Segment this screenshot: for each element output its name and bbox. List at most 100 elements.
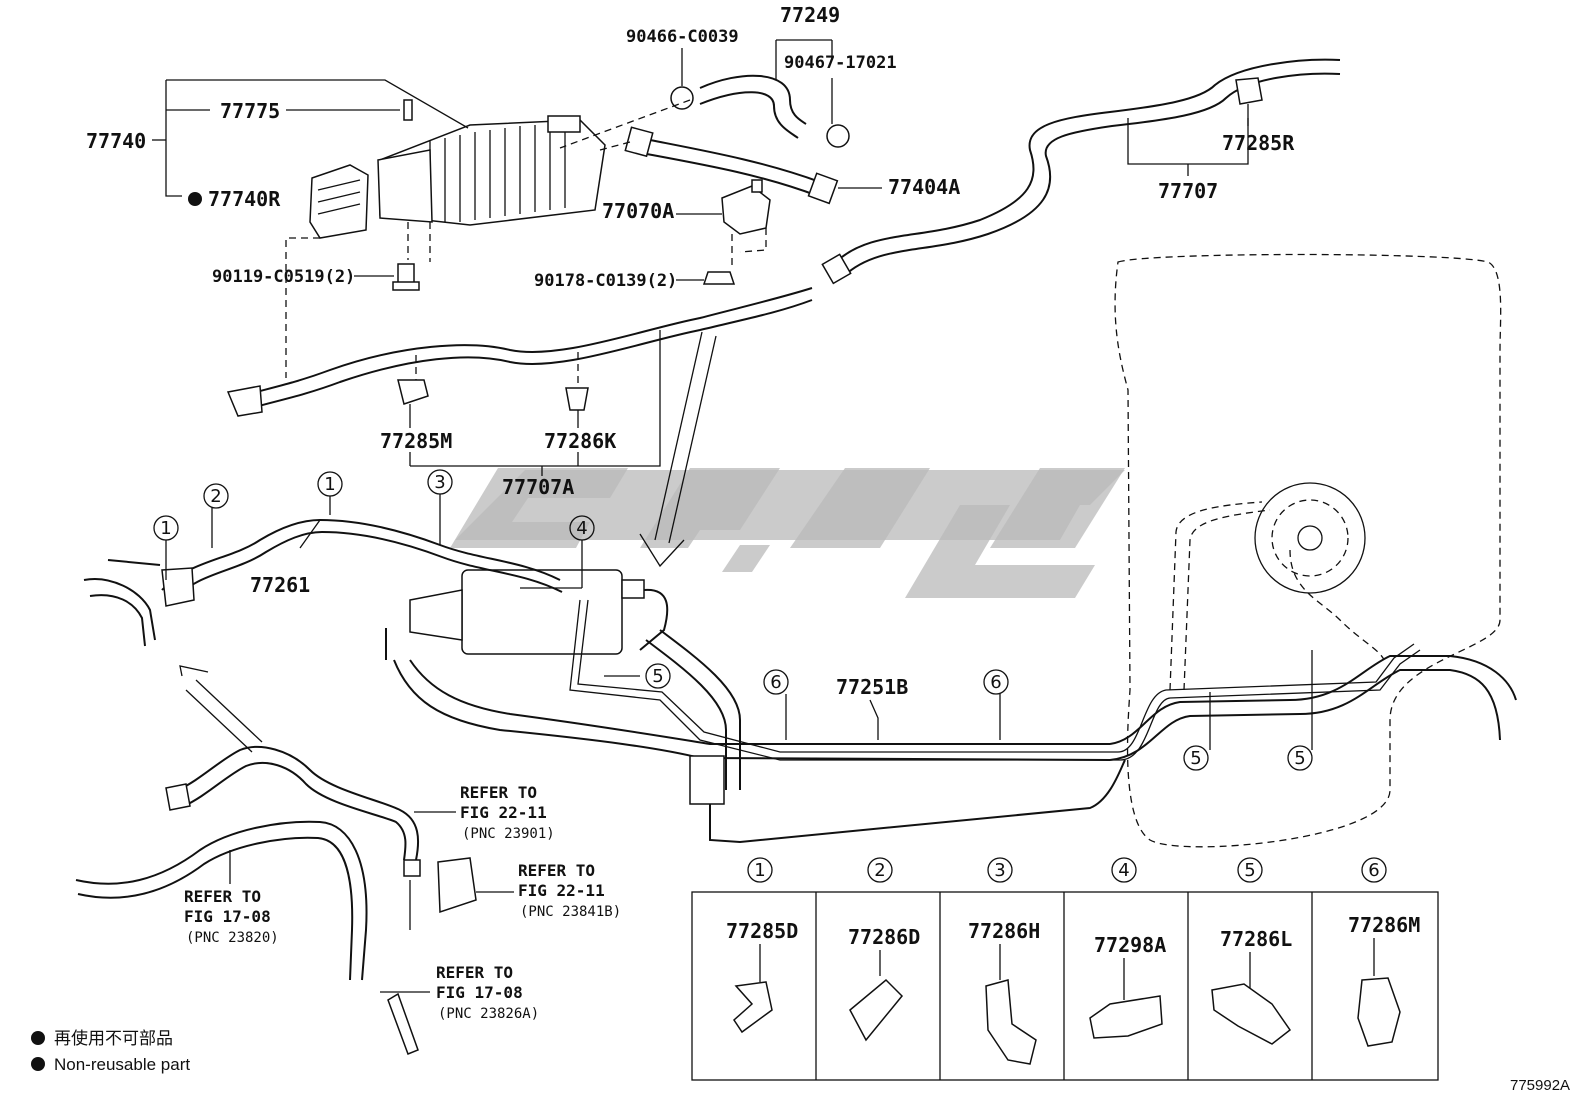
label-90119-C0519: 90119-C0519(2) — [212, 267, 355, 287]
svg-text:2: 2 — [874, 860, 885, 881]
label-77261: 77261 — [250, 573, 310, 597]
svg-text:REFER TO: REFER TO — [184, 887, 261, 906]
svg-text:1: 1 — [324, 474, 335, 495]
svg-text:FIG 17-08: FIG 17-08 — [436, 983, 523, 1002]
svg-text:4: 4 — [1118, 860, 1129, 881]
clip-77285M — [397, 379, 429, 405]
svg-text:FIG 22-11: FIG 22-11 — [518, 881, 605, 900]
label-77707A: 77707A — [502, 475, 574, 499]
table-col-1: 1 77285D — [726, 857, 798, 1034]
fuel-tank-outline — [1114, 253, 1502, 848]
svg-text:6: 6 — [770, 672, 781, 693]
svg-text:6: 6 — [990, 672, 1001, 693]
svg-text:(PNC 23820): (PNC 23820) — [186, 930, 279, 946]
svg-text:REFER TO: REFER TO — [436, 963, 513, 982]
svg-text:再使用不可部品: 再使用不可部品 — [54, 1028, 173, 1048]
fuel-pipes — [385, 628, 1517, 844]
callout-2: 2 — [203, 483, 229, 509]
refer-to-23826A: REFER TO FIG 17-08 (PNC 23826A) — [380, 963, 539, 1022]
lower-left-pipes — [75, 745, 477, 1055]
svg-text:3: 3 — [994, 860, 1005, 881]
table-col-3: 3 77286H — [968, 857, 1040, 1065]
label-90466-C0039: 90466-C0039 — [626, 27, 739, 47]
figure-code: 775992A — [1510, 1077, 1570, 1094]
svg-text:Non-reusable part: Non-reusable part — [54, 1055, 190, 1074]
nut-90178 — [702, 271, 736, 285]
callout-3: 3 — [427, 469, 453, 495]
label-77286K: 77286K — [544, 429, 616, 453]
label-77285M: 77285M — [380, 429, 452, 453]
arrow-up-left-icon — [179, 665, 263, 753]
hose-77249 — [699, 74, 807, 139]
svg-text:77286L: 77286L — [1220, 927, 1292, 951]
svg-text:3: 3 — [434, 472, 445, 493]
svg-text:77298A: 77298A — [1094, 933, 1166, 957]
callout-1-top: 1 — [317, 471, 343, 497]
svg-text:2: 2 — [210, 486, 221, 507]
label-90467-17021: 90467-17021 — [784, 53, 897, 73]
label-77251B: 77251B — [836, 675, 908, 699]
refer-to-23820: REFER TO FIG 17-08 (PNC 23820) — [184, 850, 279, 946]
label-77285R: 77285R — [1222, 131, 1295, 155]
table-col-5: 5 77286L — [1211, 857, 1292, 1045]
arrow-down-icon — [639, 331, 717, 568]
svg-text:REFER TO: REFER TO — [518, 861, 595, 880]
clip-77285R — [1235, 77, 1263, 105]
svg-text:REFER TO: REFER TO — [460, 783, 537, 802]
svg-text:1: 1 — [160, 518, 171, 539]
non-reusable-bullet-icon — [188, 192, 202, 206]
svg-text:77286M: 77286M — [1348, 913, 1420, 937]
svg-text:77285D: 77285D — [726, 919, 798, 943]
svg-text:77286D: 77286D — [848, 925, 920, 949]
svg-text:FIG 22-11: FIG 22-11 — [460, 803, 547, 822]
left-hoses — [83, 559, 195, 647]
svg-text:FIG 17-08: FIG 17-08 — [184, 907, 271, 926]
svg-text:77286H: 77286H — [968, 919, 1040, 943]
refer-to-23901: REFER TO FIG 22-11 (PNC 23901) — [414, 783, 555, 842]
label-90178-C0139: 90178-C0139(2) — [534, 271, 677, 291]
label-77707: 77707 — [1158, 179, 1218, 203]
clip-table — [691, 891, 1439, 1081]
clip-77286K — [565, 387, 589, 411]
svg-text:(PNC 23826A): (PNC 23826A) — [438, 1006, 539, 1022]
label-77070A: 77070A — [602, 199, 674, 223]
callout-5-right-a: 5 — [1183, 745, 1209, 771]
svg-text:6: 6 — [1368, 860, 1379, 881]
clamp-90467 — [826, 124, 850, 148]
label-77775: 77775 — [220, 99, 280, 123]
svg-text:(PNC 23841B): (PNC 23841B) — [520, 904, 621, 920]
label-77740R: 77740R — [208, 187, 281, 211]
table-col-6: 6 77286M — [1348, 857, 1420, 1047]
callout-1-left: 1 — [153, 515, 179, 541]
svg-text:5: 5 — [1294, 748, 1305, 769]
callout-6-left: 6 — [763, 669, 789, 695]
hose-77404A — [624, 126, 839, 205]
legend: 再使用不可部品 Non-reusable part — [31, 1028, 190, 1074]
callout-4: 4 — [569, 515, 595, 541]
vent-hoses — [161, 518, 1421, 761]
filler-dash-pipes — [1169, 501, 1385, 691]
label-77404A: 77404A — [888, 175, 960, 199]
charcoal-canister-top — [377, 115, 606, 226]
callout-6-right: 6 — [983, 669, 1009, 695]
vsv-77070A — [721, 179, 771, 235]
svg-text:5: 5 — [1244, 860, 1255, 881]
table-col-4: 4 77298A — [1089, 857, 1166, 1039]
table-col-2: 2 77286D — [848, 857, 920, 1042]
callout-5-right-b: 5 — [1287, 745, 1313, 771]
watermark-logo — [450, 468, 1125, 598]
pipe-77707 — [821, 58, 1341, 285]
label-77740: 77740 — [86, 129, 146, 153]
bolt-90119 — [392, 263, 420, 291]
svg-text:5: 5 — [652, 666, 663, 687]
clamp-90466 — [670, 86, 694, 110]
svg-text:1: 1 — [754, 860, 765, 881]
svg-text:(PNC 23901): (PNC 23901) — [462, 826, 555, 842]
bolt-77775 — [403, 99, 413, 121]
canister-lower — [409, 569, 669, 655]
pipe-77707A — [226, 287, 813, 417]
svg-text:4: 4 — [576, 518, 587, 539]
callout-5-mid: 5 — [645, 663, 671, 689]
label-77249: 77249 — [780, 3, 840, 27]
